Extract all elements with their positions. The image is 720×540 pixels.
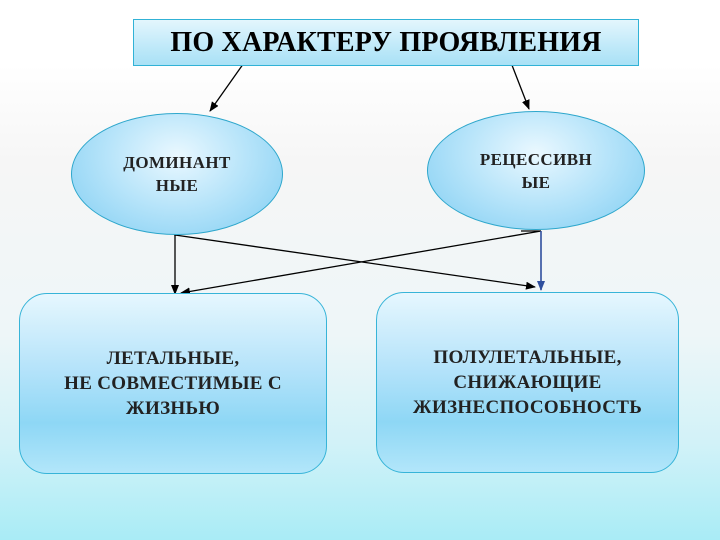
page-title: ПО ХАРАКТЕРУ ПРОЯВЛЕНИЯ [170,26,602,58]
semilethal-label-line-1: ПОЛУЛЕТАЛЬНЫЕ, [433,347,622,368]
dominant-label-line-1: ДОМИНАНТ [123,153,231,172]
semilethal-label-line-3: ЖИЗНЕСПОСОБНОСТЬ [412,397,643,418]
semilethal-label-line-2: СНИЖАЮЩИЕ [453,372,602,393]
lethal-label: ЛЕТАЛЬНЫЕ, НЕ СОВМЕСТИМЫЕ С ЖИЗНЬЮ [64,346,282,421]
dominant-node: ДОМИНАНТ НЫЕ [71,113,283,235]
lethal-label-line-2: НЕ СОВМЕСТИМЫЕ С [64,373,282,394]
recessive-label-line-2: ЫЕ [521,172,551,192]
semilethal-node: ПОЛУЛЕТАЛЬНЫЕ, СНИЖАЮЩИЕ ЖИЗНЕСПОСОБНОСТ… [376,292,679,473]
recessive-node: РЕЦЕССИВН ЫЕ [427,111,645,230]
lethal-label-line-1: ЛЕТАЛЬНЫЕ, [106,348,240,369]
arrow-recessive-to-lethal [180,230,542,296]
dominant-label: ДОМИНАНТ НЫЕ [123,151,230,197]
arrow-dominant-to-semilethal [174,234,536,290]
recessive-label-line-1: РЕЦЕССИВН [479,149,593,169]
semilethal-label: ПОЛУЛЕТАЛЬНЫЕ, СНИЖАЮЩИЕ ЖИЗНЕСПОСОБНОСТ… [413,345,642,420]
lethal-label-line-3: ЖИЗНЬЮ [125,398,221,419]
dominant-label-line-2: НЫЕ [155,176,199,195]
recessive-label: РЕЦЕССИВН ЫЕ [480,148,592,194]
arrow-title-to-recessive [509,59,530,110]
lethal-node: ЛЕТАЛЬНЫЕ, НЕ СОВМЕСТИМЫЕ С ЖИЗНЬЮ [19,293,327,474]
arrow-title-to-dominant [209,59,247,112]
title-box: ПО ХАРАКТЕРУ ПРОЯВЛЕНИЯ [133,19,639,66]
